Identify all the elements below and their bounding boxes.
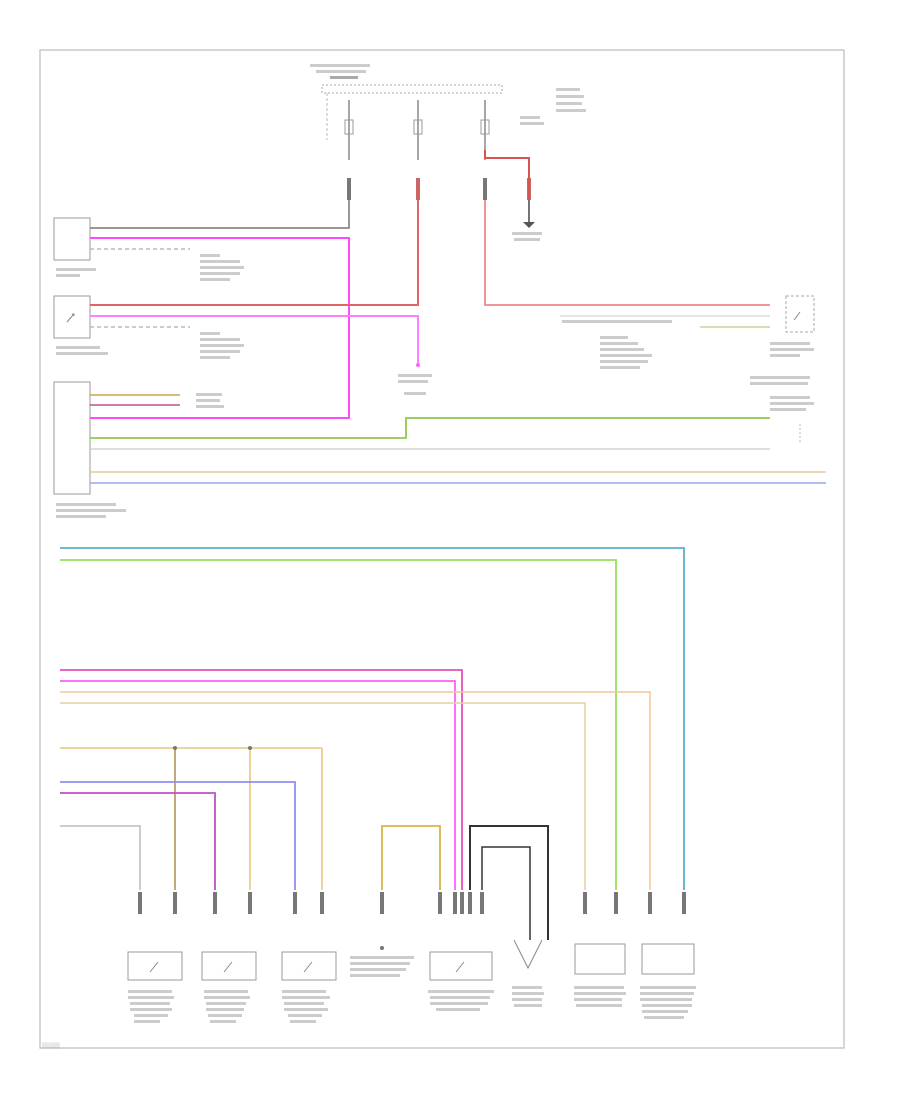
fuse-block bbox=[310, 64, 586, 160]
top-connectors bbox=[347, 178, 531, 200]
corner-mark: ░░░░░ bbox=[42, 1042, 60, 1049]
bottom-connectors bbox=[138, 892, 686, 914]
diagram-border bbox=[39, 49, 845, 1049]
right-component bbox=[750, 295, 815, 444]
bottom-components bbox=[127, 939, 695, 981]
captions bbox=[128, 956, 696, 1023]
left-components bbox=[53, 217, 126, 518]
